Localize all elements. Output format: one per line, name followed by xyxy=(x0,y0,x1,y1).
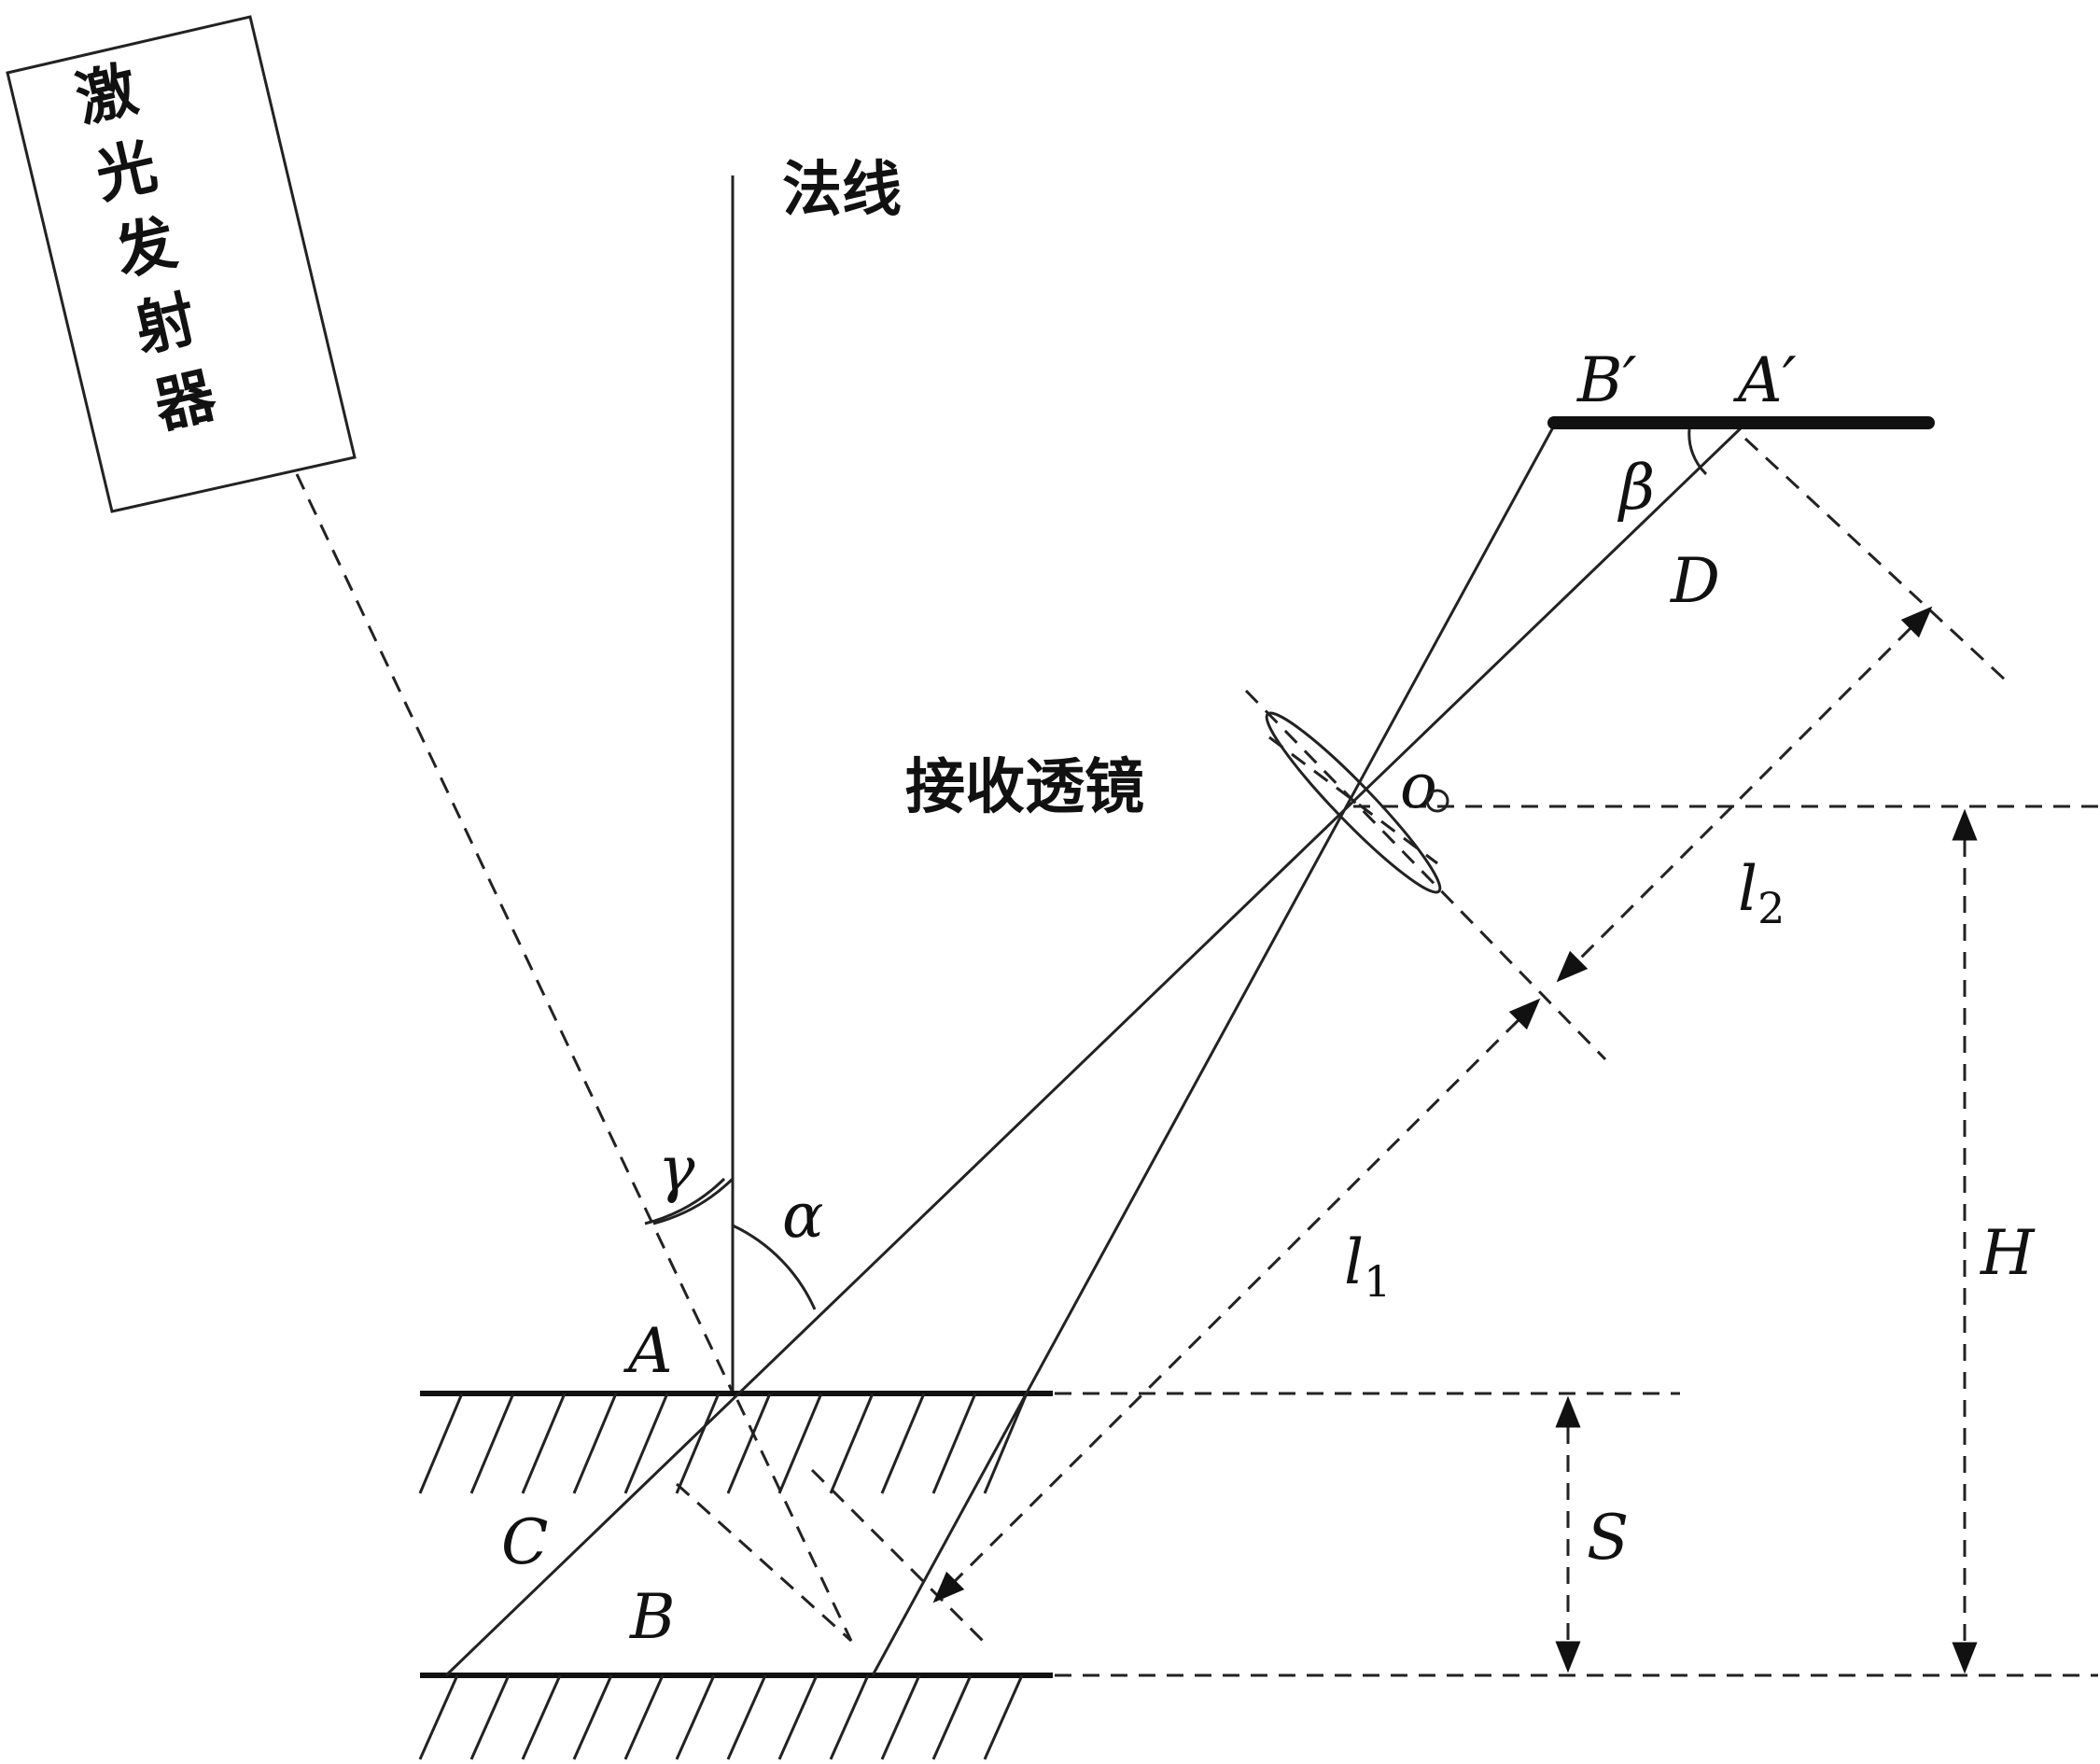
label-A-prime: A′ xyxy=(1732,344,1797,416)
laser-beam xyxy=(295,473,735,1393)
label-l2: l2 xyxy=(1738,853,1785,933)
receiving-lens xyxy=(1244,689,1607,1061)
label-H: H xyxy=(1980,1217,2036,1289)
dimension-l2 xyxy=(1556,606,1933,983)
laser-label-char-2: 光 xyxy=(90,132,163,213)
lens-ellipse xyxy=(1265,711,1442,894)
label-gamma: γ xyxy=(658,1133,695,1205)
label-l2-base: l xyxy=(1738,853,1757,925)
ray-A-to-A-prime xyxy=(444,424,1745,1677)
label-C: C xyxy=(501,1506,549,1578)
reflection-dashed-1 xyxy=(675,1482,853,1643)
top-surface-hatching xyxy=(418,1393,1029,1494)
laser-label-char-3: 发 xyxy=(109,208,183,289)
label-alpha: α xyxy=(782,1180,824,1252)
label-l1-base: l xyxy=(1344,1226,1364,1298)
laser-emitter: 激 光 发 射 器 xyxy=(6,15,357,513)
laser-label-char-1: 激 xyxy=(70,55,144,136)
laser-emitter-box xyxy=(6,15,357,513)
laser-label-char-5: 器 xyxy=(148,361,223,442)
lens-label: 接收透镜 xyxy=(905,753,1144,822)
normal-label: 法线 xyxy=(782,156,902,225)
label-S: S xyxy=(1587,1502,1629,1574)
label-D: D xyxy=(1670,545,1720,617)
label-A: A xyxy=(623,1315,673,1387)
reflection-dashed-2 xyxy=(810,1468,991,1649)
label-l1: l1 xyxy=(1344,1226,1391,1307)
angle-gamma-arc-left xyxy=(644,1177,726,1225)
label-O: o xyxy=(1400,750,1437,822)
laser-beam-continuation xyxy=(735,1399,853,1642)
label-B: B xyxy=(629,1581,676,1653)
angle-beta-arc xyxy=(1687,428,1708,476)
bottom-surface-hatching xyxy=(418,1674,1024,1760)
angle-gamma-arc xyxy=(652,1177,735,1225)
label-l2-sub: 2 xyxy=(1757,883,1785,933)
lens-axis xyxy=(1268,735,1438,865)
label-B-prime: B′ xyxy=(1576,344,1637,416)
label-l1-sub: 1 xyxy=(1364,1256,1391,1307)
laser-label-char-4: 射 xyxy=(129,285,203,366)
angle-alpha-arc xyxy=(732,1224,817,1310)
dimension-l1 xyxy=(932,998,1541,1603)
point-O-marker xyxy=(1425,789,1449,813)
label-beta: β xyxy=(1617,452,1655,524)
detector-perpendicular xyxy=(1743,437,2009,683)
lens-plane xyxy=(1244,689,1607,1061)
ray-B-to-B-prime xyxy=(871,425,1556,1676)
